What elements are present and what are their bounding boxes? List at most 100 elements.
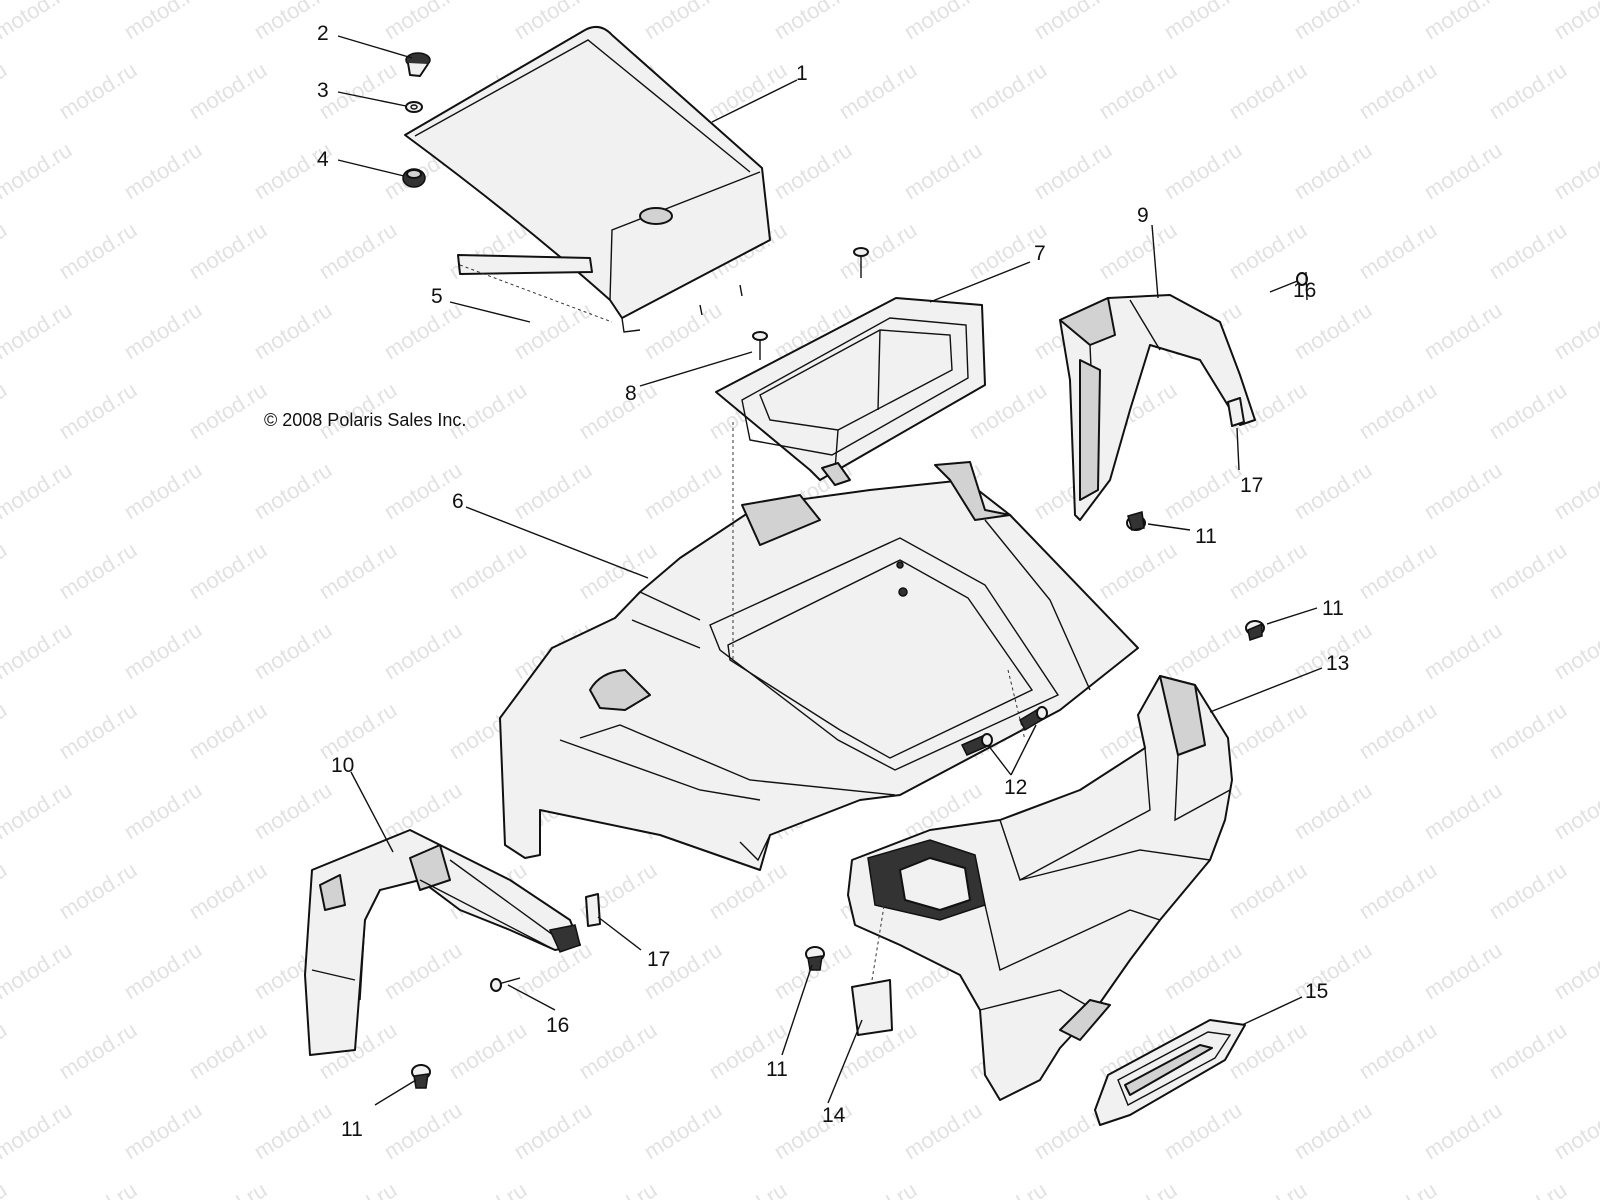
watermark-text: motod.ru [119, 457, 206, 524]
watermark-text: motod.ru [314, 1177, 401, 1200]
callout-1: 1 [796, 62, 808, 85]
watermark-text: motod.ru [1484, 377, 1571, 444]
part-pin-lower [490, 977, 521, 992]
watermark-text: motod.ru [509, 457, 596, 524]
watermark-text: motod.ru [0, 1017, 11, 1084]
callout-9: 9 [1137, 204, 1149, 227]
watermark-text: motod.ru [0, 937, 76, 1004]
part-grommet [402, 168, 426, 188]
watermark-text: motod.ru [314, 217, 401, 284]
callout-10: 10 [331, 754, 354, 777]
watermark-text: motod.ru [0, 457, 76, 524]
watermark-text: motod.ru [1289, 937, 1376, 1004]
watermark-text: motod.ru [769, 0, 856, 44]
watermark-text: motod.ru [54, 1177, 141, 1200]
watermark-text: motod.ru [1289, 0, 1376, 44]
watermark-text: motod.ru [184, 1017, 271, 1084]
watermark-text: motod.ru [54, 857, 141, 924]
watermark-text: motod.ru [444, 537, 531, 604]
watermark-text: motod.ru [1224, 1177, 1311, 1200]
watermark-text: motod.ru [639, 1097, 726, 1164]
watermark-text: motod.ru [704, 1177, 791, 1200]
watermark-text: motod.ru [1224, 857, 1311, 924]
watermark-text: motod.ru [1419, 457, 1506, 524]
watermark-text: motod.ru [119, 777, 206, 844]
watermark-text: motod.ru [1289, 777, 1376, 844]
watermark-text: motod.ru [1224, 697, 1311, 764]
watermark-text: motod.ru [54, 1017, 141, 1084]
watermark-text: motod.ru [119, 297, 206, 364]
watermark-text: motod.ru [0, 537, 11, 604]
watermark-text: motod.ru [184, 857, 271, 924]
watermark-text: motod.ru [379, 937, 466, 1004]
part-storage-tray [715, 297, 986, 486]
callout-12: 12 [1004, 776, 1027, 799]
watermark-text: motod.ru [1419, 297, 1506, 364]
watermark-text: motod.ru [1549, 0, 1600, 44]
callout-7: 7 [1034, 242, 1046, 265]
watermark-text: motod.ru [379, 777, 466, 844]
watermark-text: motod.ru [704, 857, 791, 924]
watermark-text: motod.ru [249, 617, 336, 684]
callout-17-upper: 17 [1240, 474, 1263, 497]
callout-5: 5 [431, 285, 443, 308]
watermark-text: motod.ru [1354, 537, 1441, 604]
watermark-text: motod.ru [54, 217, 141, 284]
watermark-text: motod.ru [1289, 457, 1376, 524]
watermark-text: motod.ru [899, 1097, 986, 1164]
watermark-text: motod.ru [964, 57, 1051, 124]
callout-2: 2 [317, 22, 329, 45]
watermark-text: motod.ru [899, 137, 986, 204]
part-rivet-right [1245, 620, 1265, 641]
watermark-text: motod.ru [1549, 937, 1600, 1004]
watermark-text: motod.ru [119, 617, 206, 684]
watermark-text: motod.ru [119, 937, 206, 1004]
watermark-text: motod.ru [1354, 1017, 1441, 1084]
watermark-text: motod.ru [834, 1177, 921, 1200]
part-decal [457, 254, 613, 323]
watermark-text: motod.ru [1549, 457, 1600, 524]
callout-3: 3 [317, 79, 329, 102]
part-rivet-lower-left [411, 1064, 431, 1089]
part-pin-upper [1269, 272, 1308, 293]
watermark-text: motod.ru [509, 1097, 596, 1164]
watermark-text: motod.ru [1484, 857, 1571, 924]
watermark-text: motod.ru [184, 697, 271, 764]
watermark-text: motod.ru [1094, 57, 1181, 124]
callout-14: 14 [822, 1104, 846, 1127]
watermark-text: motod.ru [0, 297, 76, 364]
watermark-text: motod.ru [314, 697, 401, 764]
watermark-text: motod.ru [964, 1177, 1051, 1200]
watermark-text: motod.ru [1549, 297, 1600, 364]
watermark-text: motod.ru [1289, 297, 1376, 364]
callout-labels: 1 2 3 4 5 6 7 8 9 10 11 11 11 11 12 13 1… [317, 22, 1349, 1141]
watermark-text: motod.ru [444, 1177, 531, 1200]
watermark-text: motod.ru [574, 377, 661, 444]
watermark-text: motod.ru [54, 377, 141, 444]
watermark-text: motod.ru [0, 617, 76, 684]
callout-11-right: 11 [1322, 597, 1344, 620]
watermark-text: motod.ru [184, 57, 271, 124]
watermark-text: motod.ru [1289, 1097, 1376, 1164]
watermark-text: motod.ru [0, 777, 76, 844]
watermark-text: motod.ru [1354, 217, 1441, 284]
watermark-text: motod.ru [1354, 377, 1441, 444]
watermark-text: motod.ru [1354, 57, 1441, 124]
watermark-text: motod.ru [639, 457, 726, 524]
part-knob [405, 52, 431, 77]
callout-16-lower: 16 [546, 1014, 569, 1037]
watermark-text: motod.ru [574, 1177, 661, 1200]
watermark-text: motod.ru [1159, 1097, 1246, 1164]
watermark-text: motod.ru [0, 57, 11, 124]
watermark-text: motod.ru [54, 697, 141, 764]
watermark-text: motod.ru [1419, 617, 1506, 684]
part-left-fender [304, 829, 581, 1056]
part-screw-8 [752, 247, 869, 360]
part-screws-12 [960, 706, 1048, 756]
watermark-text: motod.ru [1549, 1097, 1600, 1164]
watermark-text: motod.ru [1354, 697, 1441, 764]
part-rivet-upper-right [1126, 511, 1146, 531]
watermark-text: motod.ru [249, 297, 336, 364]
watermark-text: motod.ru [54, 537, 141, 604]
watermark-text: motod.ru [899, 0, 986, 44]
